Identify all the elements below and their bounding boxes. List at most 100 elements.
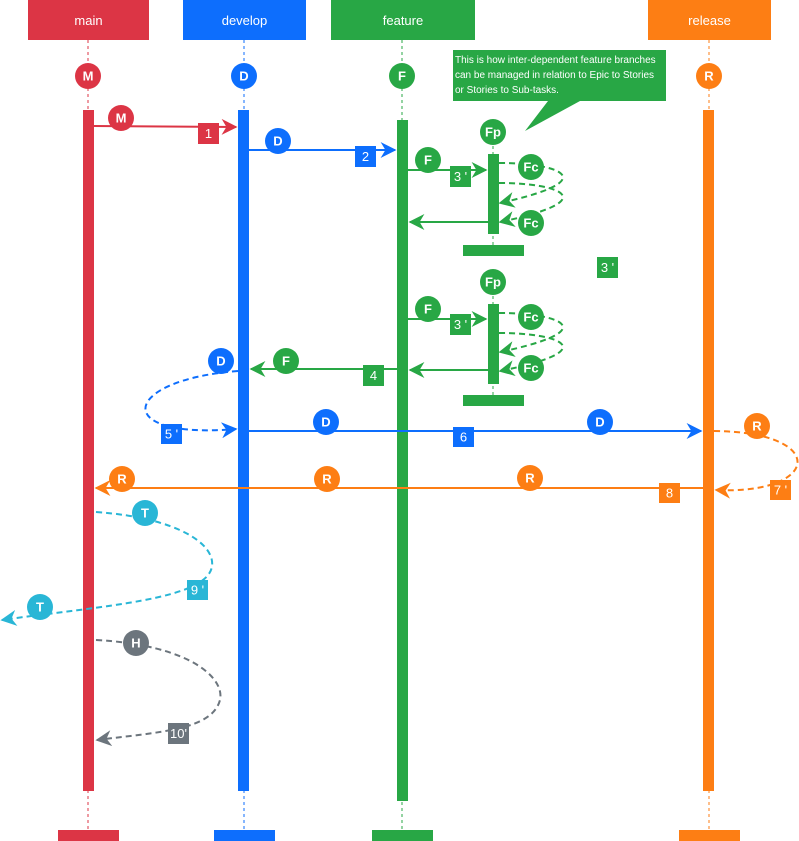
step-1: 1 — [198, 123, 219, 144]
terminator-release — [679, 830, 740, 841]
commit-f-3: F — [273, 348, 299, 374]
header-marker-develop: D — [231, 63, 257, 89]
lane-header-develop: develop — [183, 0, 306, 40]
svg-text:M: M — [116, 111, 127, 126]
svg-text:8: 8 — [666, 486, 673, 501]
activation-subfeature-2 — [488, 304, 499, 384]
svg-text:D: D — [321, 415, 330, 430]
commit-h: H — [123, 630, 149, 656]
svg-text:R: R — [525, 471, 535, 486]
header-marker-main: M — [75, 63, 101, 89]
svg-text:10': 10' — [170, 726, 187, 741]
commit-d-4: D — [587, 409, 613, 435]
svg-text:1: 1 — [205, 126, 212, 141]
commit-d-1: D — [265, 128, 291, 154]
lane-label-main: main — [74, 12, 103, 28]
release-self-loop — [713, 430, 799, 499]
commit-fc-2: Fc — [518, 210, 544, 236]
note-text: This is how inter-dependent feature bran… — [455, 55, 656, 96]
commit-r-1: R — [744, 413, 770, 439]
terminator-subfeature-2 — [463, 395, 524, 406]
activation-main — [83, 110, 94, 791]
svg-text:T: T — [141, 506, 149, 521]
svg-text:F: F — [424, 153, 432, 168]
svg-text:Fc: Fc — [523, 216, 538, 231]
header-marker-develop-text: D — [239, 69, 248, 84]
step-2: 2 — [355, 146, 376, 167]
svg-text:4: 4 — [370, 368, 377, 383]
commit-fc-4: Fc — [518, 355, 544, 381]
commit-r-4: R — [517, 465, 543, 491]
commit-d-2: D — [208, 348, 234, 374]
activation-develop — [238, 110, 249, 791]
commit-t-2: T — [27, 594, 53, 620]
activation-feature — [397, 120, 408, 801]
lane-label-feature: feature — [382, 12, 424, 28]
svg-text:3 ': 3 ' — [454, 169, 467, 184]
commit-fp-2: Fp — [480, 269, 506, 295]
hotfix-curve — [95, 639, 222, 747]
svg-text:Fc: Fc — [523, 160, 538, 175]
commit-d-3: D — [313, 409, 339, 435]
commit-m: M — [108, 105, 134, 131]
commit-fc-1: Fc — [518, 154, 544, 180]
lane-header-release: release — [648, 0, 771, 40]
step-6: 6 — [453, 427, 474, 447]
note-callout — [453, 50, 666, 131]
svg-text:D: D — [595, 415, 604, 430]
svg-text:9 ': 9 ' — [191, 583, 204, 598]
lane-header-feature: feature — [331, 0, 475, 40]
step-8: 8 — [659, 483, 680, 503]
terminator-subfeature-1 — [463, 245, 524, 256]
svg-text:Fp: Fp — [485, 125, 501, 140]
header-marker-feature-text: F — [398, 69, 406, 84]
svg-text:T: T — [36, 600, 44, 615]
terminator-develop — [214, 830, 275, 841]
tag-curve — [0, 511, 214, 626]
terminator-feature — [372, 830, 433, 841]
activation-subfeature-1 — [488, 154, 499, 234]
svg-text:F: F — [282, 354, 290, 369]
step-4: 4 — [363, 365, 384, 386]
svg-text:R: R — [752, 419, 762, 434]
svg-text:R: R — [117, 472, 127, 487]
header-marker-release-text: R — [704, 69, 714, 84]
commit-f-2: F — [415, 296, 441, 322]
svg-text:D: D — [216, 354, 225, 369]
step-9: 9 ' — [187, 580, 208, 600]
commit-fp-1: Fp — [480, 119, 506, 145]
commit-t-1: T — [132, 500, 158, 526]
step-5: 5 ' — [161, 424, 182, 444]
develop-self-loop — [144, 370, 239, 439]
activation-release — [703, 110, 714, 791]
svg-text:2: 2 — [362, 149, 369, 164]
svg-text:H: H — [131, 636, 140, 651]
lane-label-develop: develop — [221, 12, 268, 28]
step-3-c: 3 ' — [450, 314, 471, 335]
commit-r-2: R — [109, 466, 135, 492]
svg-text:Fc: Fc — [523, 361, 538, 376]
svg-text:Fp: Fp — [485, 275, 501, 290]
commit-fc-3: Fc — [518, 304, 544, 330]
step-10: 10' — [168, 723, 189, 744]
lane-header-main: main — [28, 0, 149, 40]
svg-text:3 ': 3 ' — [601, 260, 614, 275]
svg-text:5 ': 5 ' — [165, 427, 178, 442]
svg-text:7 ': 7 ' — [774, 483, 787, 498]
header-marker-main-text: M — [83, 69, 94, 84]
commit-r-3: R — [314, 466, 340, 492]
step-3-a: 3 ' — [450, 166, 471, 187]
svg-text:R: R — [322, 472, 332, 487]
svg-text:Fc: Fc — [523, 310, 538, 325]
svg-text:F: F — [424, 302, 432, 317]
svg-text:6: 6 — [460, 430, 467, 445]
svg-text:3 ': 3 ' — [454, 317, 467, 332]
lane-label-release: release — [688, 12, 731, 28]
header-marker-release: R — [696, 63, 722, 89]
step-7: 7 ' — [770, 480, 791, 500]
svg-text:D: D — [273, 134, 282, 149]
header-marker-feature: F — [389, 63, 415, 89]
commit-f-1: F — [415, 147, 441, 173]
step-3-b: 3 ' — [597, 257, 618, 278]
